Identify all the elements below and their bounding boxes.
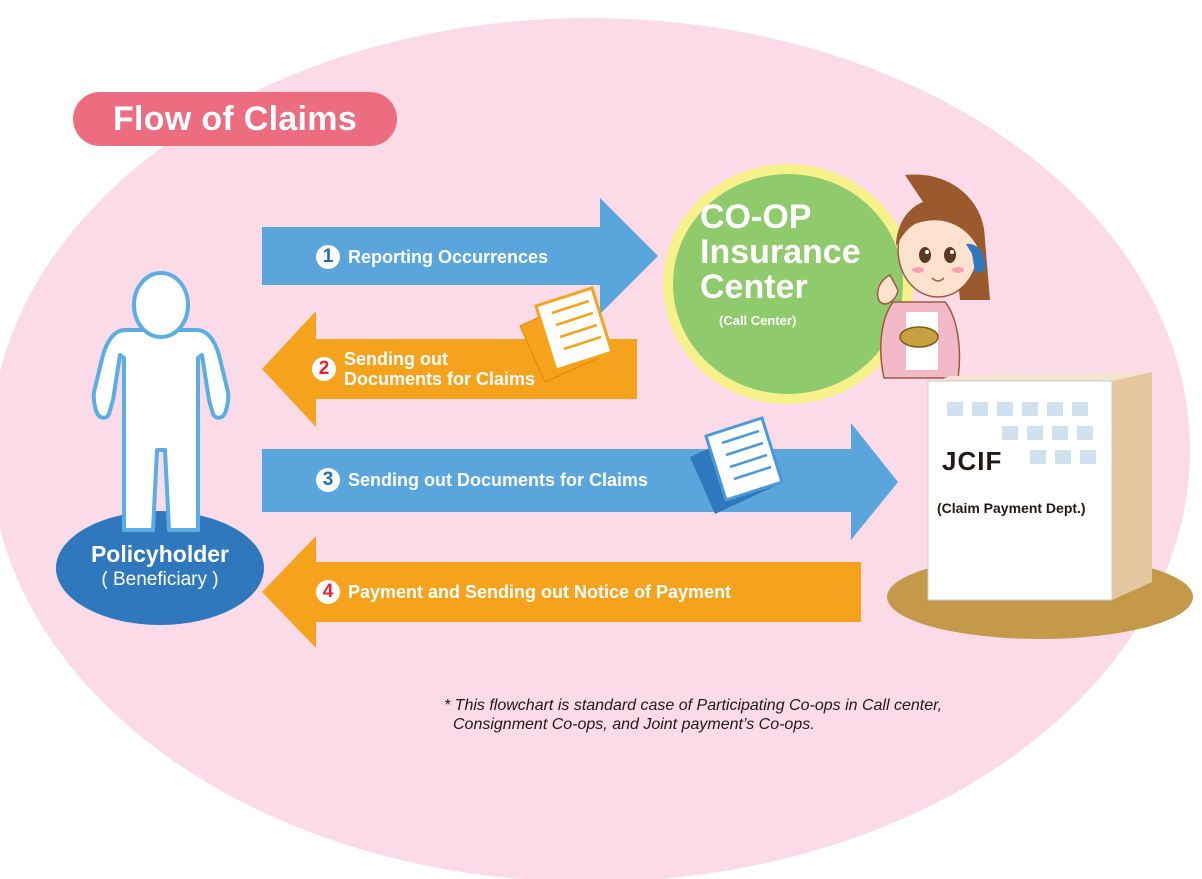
building-side bbox=[1112, 372, 1152, 600]
step-4-label: 4 Payment and Sending out Notice of Paym… bbox=[316, 579, 731, 605]
coop-title-line2: Insurance bbox=[700, 233, 861, 271]
coop-circle bbox=[673, 174, 903, 394]
policyholder-subtitle: ( Beneficiary ) bbox=[101, 569, 219, 590]
arrow-1-shape bbox=[262, 198, 658, 314]
footnote: * This flowchart is standard case of Par… bbox=[444, 696, 1084, 734]
coop-title-line1: CO-OP bbox=[700, 198, 812, 236]
footnote-line1: * This flowchart is standard case of Par… bbox=[444, 697, 943, 714]
step-3-text: Sending out Documents for Claims bbox=[348, 469, 649, 490]
document-icon bbox=[690, 416, 784, 514]
jcif-department: (Claim Payment Dept.) bbox=[937, 500, 1086, 516]
step-4-number: 4 bbox=[316, 580, 340, 604]
coop-center-subtitle: (Call Center) bbox=[719, 313, 797, 328]
step-3-label: 3 Sending out Documents for Claims bbox=[316, 467, 648, 493]
step-4-text: Payment and Sending out Notice of Paymen… bbox=[348, 581, 732, 602]
person-icon bbox=[91, 271, 231, 532]
footnote-line2: Consignment Co-ops, and Joint payment’s … bbox=[453, 716, 815, 733]
step-2-label: 2 Sending out Documents for Claims bbox=[312, 345, 535, 393]
building-windows bbox=[947, 402, 1096, 464]
policyholder-oval bbox=[56, 511, 264, 625]
arrow-4-shape bbox=[262, 536, 861, 648]
building-front bbox=[927, 380, 1113, 601]
step-1-text: Reporting Occurrences bbox=[348, 246, 549, 267]
step-2-text-line2: Documents for Claims bbox=[344, 369, 536, 389]
step-2-number: 2 bbox=[312, 357, 336, 381]
step-3-number: 3 bbox=[316, 468, 340, 492]
document-icon bbox=[519, 286, 614, 383]
step-1-label: 1 Reporting Occurrences bbox=[316, 244, 548, 270]
diagram-title: Flow of Claims bbox=[73, 92, 397, 146]
call-center-operator-illustration bbox=[876, 174, 990, 379]
coop-center-title: CO-OP Insurance Center bbox=[700, 200, 890, 305]
step-2-text-line1: Sending out bbox=[344, 349, 448, 369]
coop-title-line3: Center bbox=[700, 268, 808, 306]
policyholder-name: Policyholder bbox=[90, 541, 230, 567]
jcif-name: JCIF bbox=[942, 446, 1003, 476]
step-1-number: 1 bbox=[316, 245, 340, 269]
